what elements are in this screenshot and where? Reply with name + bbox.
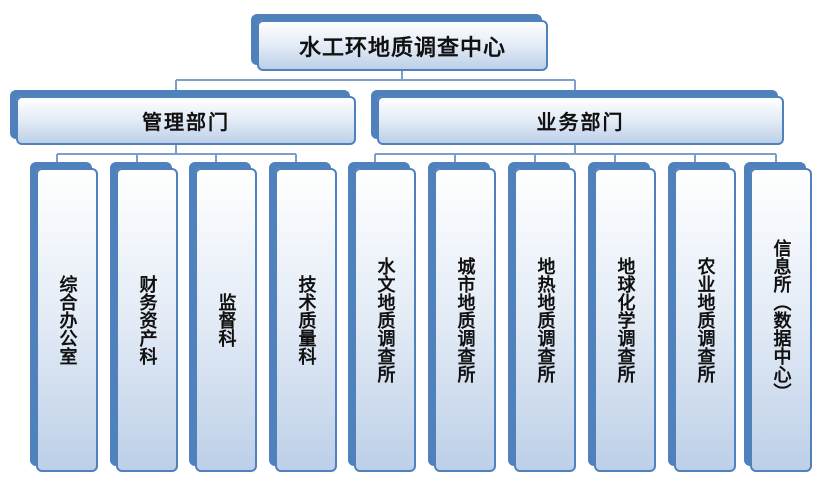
unit-label-geochemistry: 地球化学调查所 xyxy=(614,257,636,383)
unit-label-supervision: 监督科 xyxy=(215,293,237,347)
unit-node-agricultural-geology: 农业地质调查所 xyxy=(674,168,736,472)
dept-node-business: 业务部门 xyxy=(377,96,784,145)
unit-node-tech-quality: 技术质量科 xyxy=(275,168,337,472)
unit-node-information-center: 信息所（数据中心） xyxy=(750,168,812,472)
unit-node-geochemistry: 地球化学调查所 xyxy=(594,168,656,472)
unit-node-geothermal: 地热地质调查所 xyxy=(514,168,576,472)
dept-label-business: 业务部门 xyxy=(536,110,625,134)
dept-label-management: 管理部门 xyxy=(142,110,230,134)
unit-label-finance: 财务资产科 xyxy=(136,275,158,365)
unit-label-agricultural-geology: 农业地质调查所 xyxy=(694,257,716,383)
unit-node-hydrogeology: 水文地质调查所 xyxy=(354,168,416,472)
unit-label-tech-quality: 技术质量科 xyxy=(295,275,317,365)
root-label: 水工环地质调查中心 xyxy=(298,35,506,61)
unit-node-finance: 财务资产科 xyxy=(116,168,178,472)
unit-node-general-office: 综合办公室 xyxy=(36,168,98,472)
unit-label-geothermal: 地热地质调查所 xyxy=(534,257,556,383)
unit-label-information-center: 信息所（数据中心） xyxy=(770,239,792,401)
unit-label-hydrogeology: 水文地质调查所 xyxy=(374,257,396,383)
unit-label-urban-geology: 城市地质调查所 xyxy=(454,257,476,383)
unit-node-urban-geology: 城市地质调查所 xyxy=(434,168,496,472)
unit-node-supervision: 监督科 xyxy=(195,168,257,472)
unit-label-general-office: 综合办公室 xyxy=(56,275,78,365)
dept-node-management: 管理部门 xyxy=(16,96,356,145)
root-node: 水工环地质调查中心 xyxy=(257,20,548,71)
